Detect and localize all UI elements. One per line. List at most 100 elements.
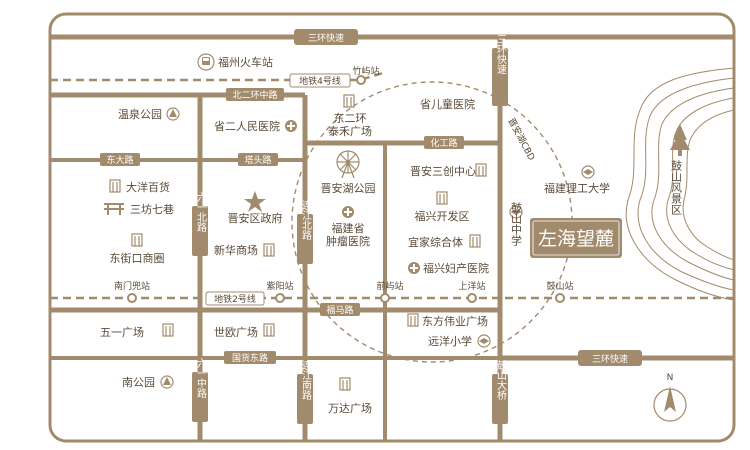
poi-sanfang: 三坊七巷	[130, 202, 174, 216]
svg-text:三环快速: 三环快速	[495, 34, 507, 74]
building-icon	[469, 234, 481, 248]
metro-line-4	[50, 70, 387, 82]
building-icon	[343, 94, 355, 108]
map-frame	[48, 12, 736, 443]
tree-icon	[166, 107, 180, 121]
svg-text:福马路: 福马路	[326, 304, 353, 316]
station-shangyang: 上洋站	[458, 280, 486, 303]
station-gushan: 鼓山站	[546, 280, 574, 303]
train-icon	[197, 53, 215, 71]
svg-text:北二环中路: 北二环中路	[232, 89, 277, 101]
svg-text:六一北路: 六一北路	[195, 192, 207, 233]
poi-dayang: 大洋百货	[126, 180, 170, 194]
svg-text:上洋站: 上洋站	[458, 280, 485, 292]
poi-fuxing-maternity: 福兴妇产医院	[423, 261, 489, 275]
svg-text:前屿站: 前屿站	[376, 280, 403, 292]
poi-tumor-hospital-line1: 福建省	[332, 221, 365, 235]
poi-wenquan-park: 温泉公园	[118, 107, 162, 121]
poi-dongjiekou: 东街口商圈	[110, 251, 165, 265]
pill-guohuo-east: 国货东路	[224, 351, 276, 364]
pill-third-ring-top: 三环快速	[294, 29, 358, 45]
svg-text:鼓山大桥: 鼓山大桥	[495, 359, 507, 401]
building-icon	[131, 233, 143, 247]
building-icon	[407, 313, 419, 327]
poi-jinan-gov: 晋安区政府	[228, 211, 283, 225]
building-icon	[109, 179, 121, 193]
svg-text:鼓山站: 鼓山站	[546, 280, 573, 292]
svg-text:塔头路: 塔头路	[244, 154, 271, 166]
svg-text:东大路: 东大路	[106, 154, 133, 166]
building-icon	[162, 323, 174, 337]
tree-icon	[670, 124, 690, 156]
project-name: 左海望麓	[538, 228, 614, 250]
tree-icon	[160, 375, 174, 389]
compass-icon: N	[653, 373, 687, 422]
poi-gushan-scenic: 鼓山风景区	[670, 159, 683, 215]
svg-text:南门兜站: 南门兜站	[114, 280, 150, 292]
poi-wuyi-plaza: 五一广场	[100, 325, 144, 339]
building-icon	[475, 163, 487, 177]
building-icon	[263, 243, 275, 257]
poi-prov-children: 省儿童医院	[420, 97, 475, 111]
poi-dongfang-weiye: 东方伟业广场	[422, 314, 488, 328]
svg-text:三环快速: 三环快速	[308, 32, 344, 44]
svg-text:连江北路: 连江北路	[300, 199, 312, 241]
hospital-icon	[285, 120, 297, 132]
poi-prov2-hospital: 省二人民医院	[214, 119, 280, 133]
building-icon	[436, 191, 448, 205]
pill-liuyi-middle: 六一中路	[192, 358, 208, 422]
pill-lianjiang-south: 连江南路	[297, 359, 313, 424]
pill-gushan-bridge: 鼓山大桥	[492, 359, 508, 424]
poi-nan-park: 南公园	[122, 376, 155, 389]
svg-text:N: N	[667, 373, 674, 383]
pill-third-ring-right: 三环快速	[492, 34, 508, 106]
poi-dong2-taihe-line2: 泰禾广场	[328, 124, 372, 138]
pill-tatou: 塔头路	[238, 153, 278, 166]
gate-icon	[104, 203, 124, 215]
svg-text:竹屿站: 竹屿站	[352, 65, 379, 77]
pill-liuyi-north: 六一北路	[192, 192, 208, 256]
project-card[interactable]: 左海望麓	[530, 218, 622, 258]
poi-dong2-taihe-line1: 东二环	[334, 112, 367, 125]
poi-fuzhou-station: 福州火车站	[218, 55, 273, 69]
building-icon	[339, 377, 351, 391]
svg-text:六一中路: 六一中路	[195, 358, 207, 399]
poi-tumor-hospital-line2: 肿瘤医院	[326, 234, 370, 248]
svg-text:地铁4号线: 地铁4号线	[299, 75, 341, 87]
poi-wanda: 万达广场	[328, 401, 372, 415]
pill-dongda: 东大路	[100, 153, 140, 166]
building-icon	[263, 323, 275, 337]
pill-metro2: 地铁2号线	[205, 291, 265, 306]
svg-text:连江南路: 连江南路	[300, 359, 312, 401]
school-icon	[509, 205, 523, 219]
poi-shiou: 世欧广场	[214, 325, 258, 339]
poi-fuxing-dev: 福兴开发区	[415, 209, 470, 223]
pill-huagong: 化工路	[424, 136, 464, 149]
pill-metro4: 地铁4号线	[289, 73, 351, 88]
hospital-icon	[342, 206, 354, 218]
station-zhuyu: 竹屿站	[352, 65, 380, 85]
poi-fj-tech-univ: 福建理工大学	[544, 181, 610, 195]
poi-yuanyang-school: 远洋小学	[428, 334, 472, 348]
poi-jinanhu-park: 晋安湖公园	[321, 181, 376, 195]
poi-xinhua: 新华商场	[214, 243, 258, 257]
pill-fuma: 福马路	[320, 303, 360, 316]
school-icon	[581, 165, 595, 179]
station-nanmendou: 南门兜站	[114, 280, 150, 303]
svg-text:地铁2号线: 地铁2号线	[214, 293, 256, 305]
hospital-icon	[408, 262, 420, 274]
gushan-contour	[625, 67, 735, 301]
star-icon	[244, 191, 266, 212]
svg-text:国货东路: 国货东路	[232, 352, 268, 364]
poi-yijia: 宜家综合体	[408, 235, 463, 249]
svg-text:紫阳站: 紫阳站	[266, 280, 293, 292]
station-qianyu: 前屿站	[376, 280, 404, 303]
poi-gushan-middle: 鼓山中学	[510, 201, 523, 246]
pill-third-ring-bottom: 三环快速	[578, 350, 642, 366]
school-icon	[477, 334, 491, 348]
svg-text:化工路: 化工路	[430, 137, 457, 149]
pill-north-second-ring: 北二环中路	[226, 88, 284, 101]
poi-sanchuang: 晋安三创中心	[410, 164, 476, 178]
pill-lianjiang-north: 连江北路	[297, 199, 313, 264]
